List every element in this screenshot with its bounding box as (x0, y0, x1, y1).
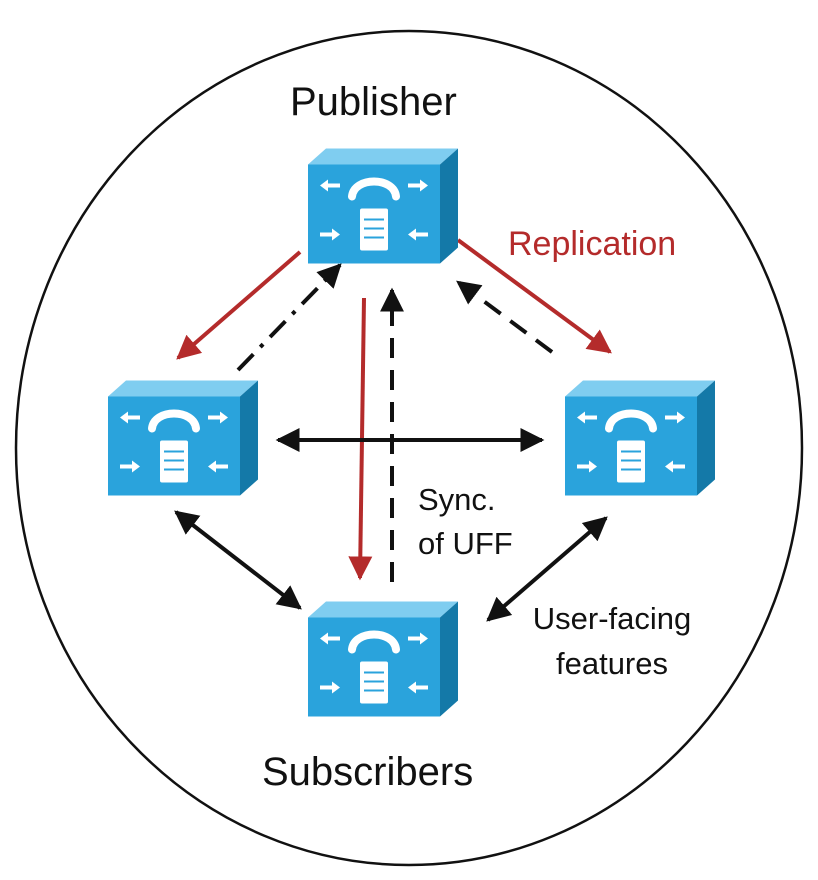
subscriber-right-server-icon (565, 381, 715, 496)
subscriber-bottom-server-icon (308, 602, 458, 717)
subscriber-left-server-icon (108, 381, 258, 496)
sync-edge-subscriber-left-to-publisher (236, 263, 342, 372)
cluster-boundary (14, 29, 804, 867)
uff-label-line2: features (555, 646, 668, 681)
replication-edge-publisher-to-subscriber-right (456, 238, 612, 354)
publisher-label: Publisher (290, 80, 457, 124)
user-facing-features-label: User-facing features (502, 596, 722, 686)
uff-edge-subscriber-right-to-subscriber-bottom (486, 516, 608, 622)
subscribers-label: Subscribers (262, 750, 474, 794)
sync-label-line1: Sync. (418, 482, 496, 517)
sync-edge-subscriber-right-to-publisher (456, 280, 554, 354)
sync-label-line2: of UFF (418, 526, 513, 561)
uff-label-line1: User-facing (532, 601, 692, 636)
sync-label: Sync. of UFF (418, 478, 513, 566)
replication-edge-publisher-to-subscriber-left (176, 250, 302, 360)
publisher-server-icon (308, 149, 458, 264)
uff-edge-subscriber-left-to-subscriber-bottom (174, 510, 302, 610)
edges-layer (174, 238, 612, 622)
replication-label: Replication (508, 225, 677, 263)
